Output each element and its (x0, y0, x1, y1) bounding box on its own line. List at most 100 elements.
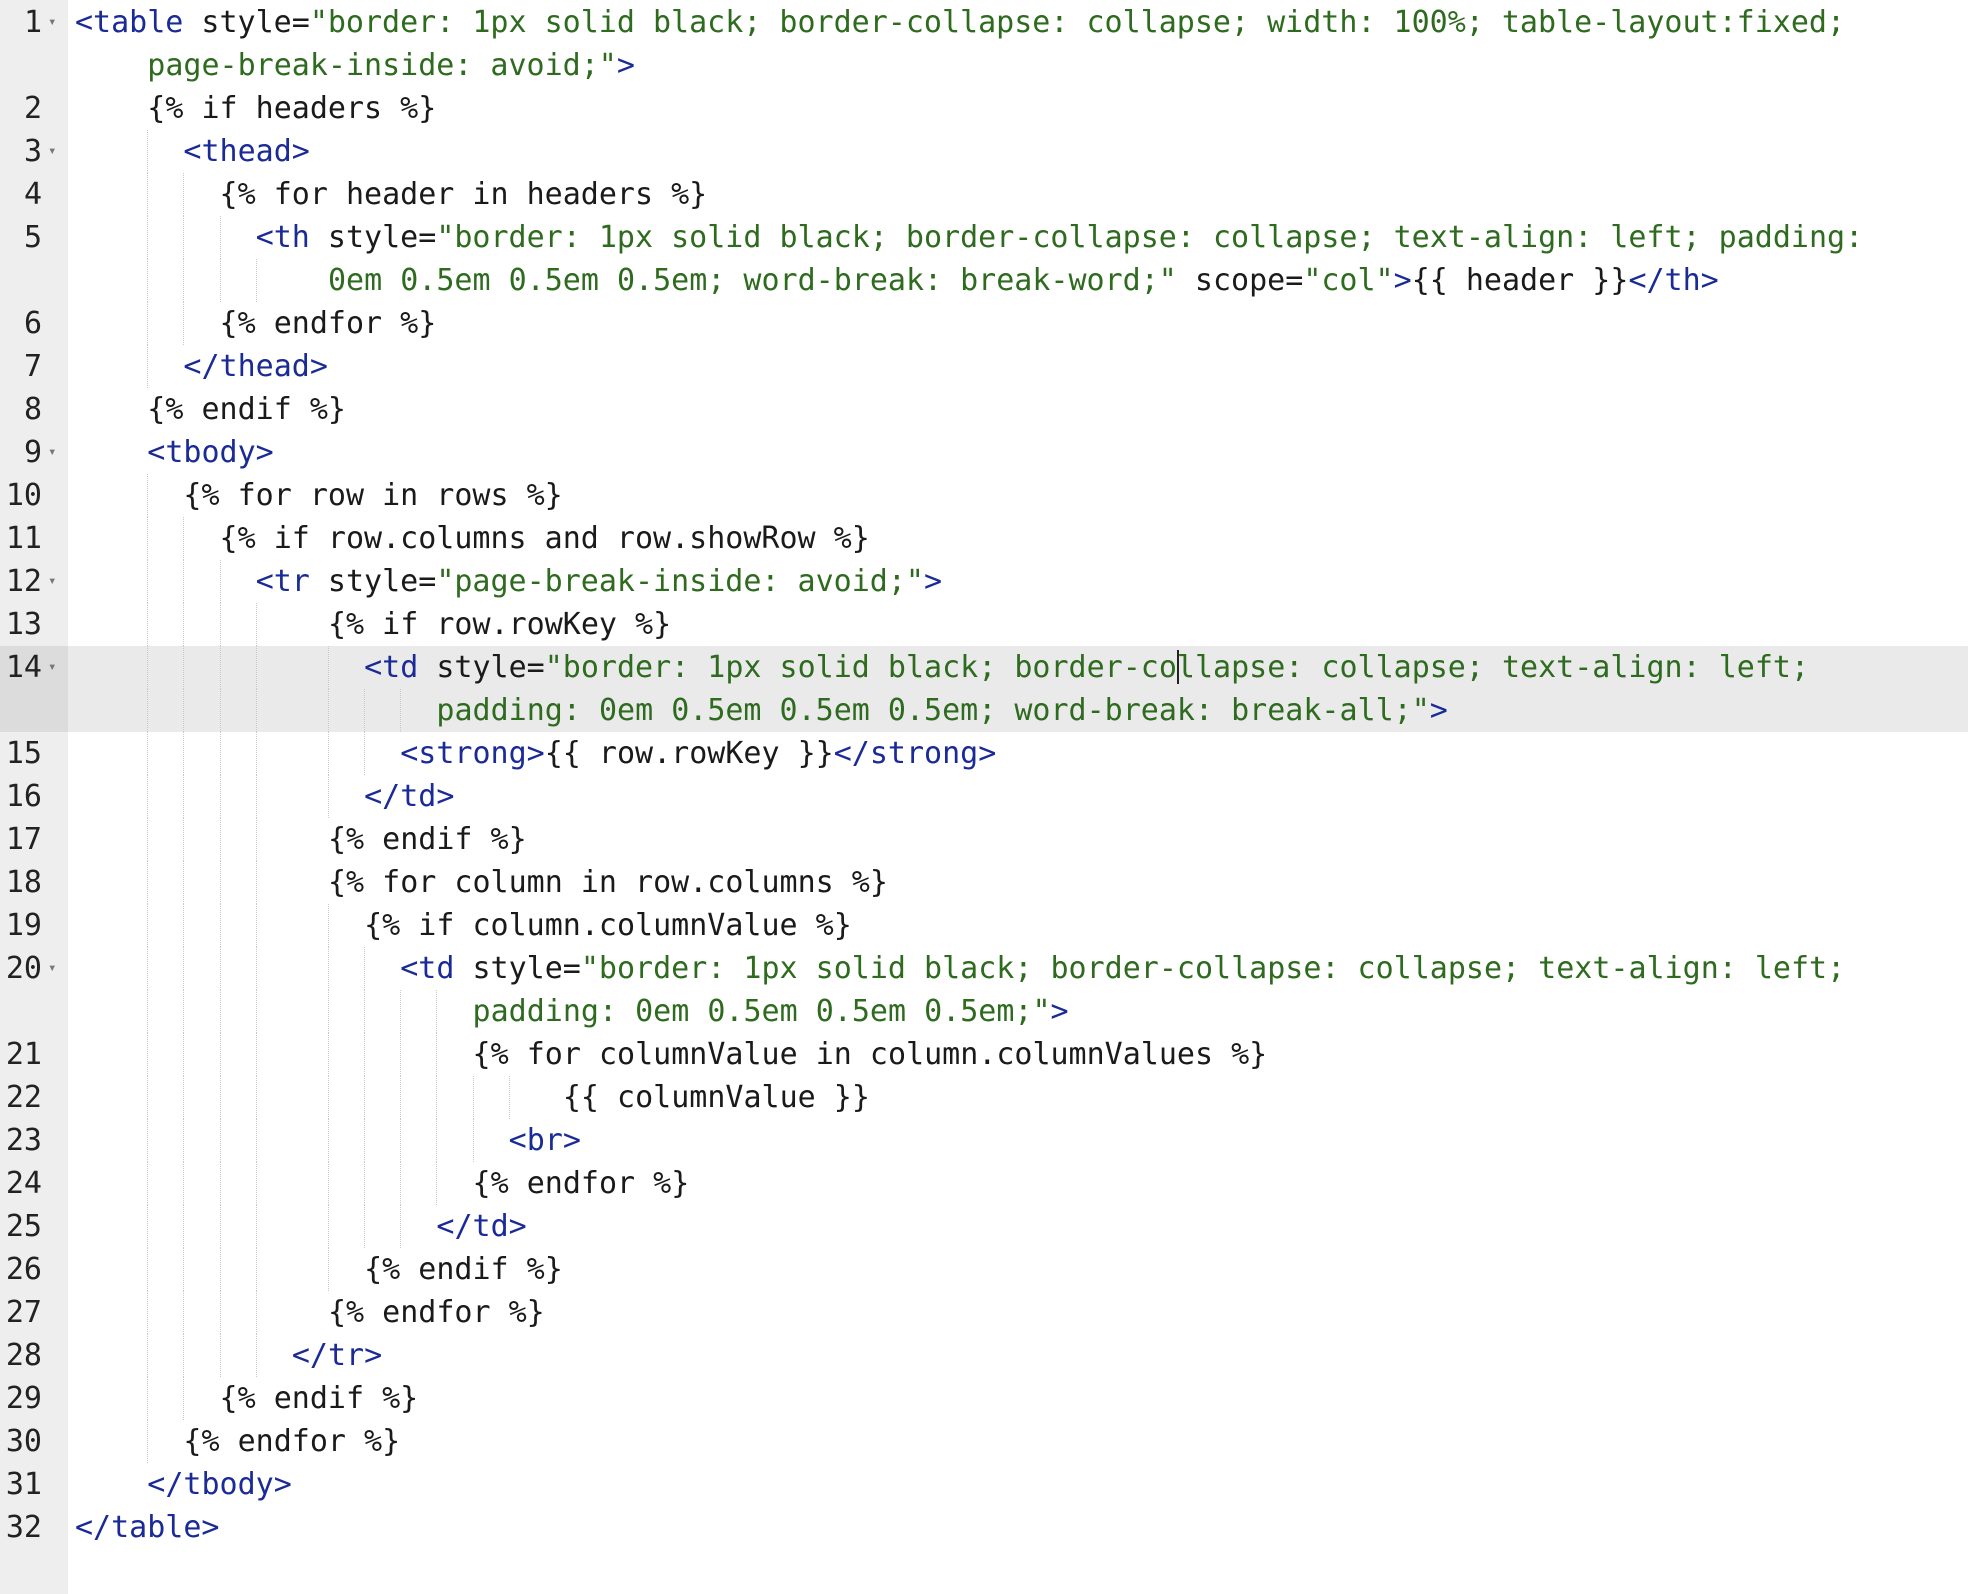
code-line[interactable]: 28 </tr> (0, 1334, 1968, 1377)
code-text[interactable]: {% for columnValue in column.columnValue… (473, 1033, 1268, 1076)
code-text[interactable]: {% endif %} (328, 818, 527, 861)
code-line[interactable]: page-break-inside: avoid;"> (0, 44, 1968, 87)
code-text[interactable]: {% for column in row.columns %} (328, 861, 888, 904)
code-text[interactable]: {% if column.columnValue %} (364, 904, 852, 947)
code-line[interactable]: 2{% if headers %} (0, 87, 1968, 130)
code-line[interactable]: padding: 0em 0.5em 0.5em 0.5em;"> (0, 990, 1968, 1033)
code-line[interactable]: 22{{ columnValue }} (0, 1076, 1968, 1119)
code-text[interactable]: {% endif %} (364, 1248, 563, 1291)
code-line[interactable]: 8{% endif %} (0, 388, 1968, 431)
code-line[interactable]: 31 </tbody> (0, 1463, 1968, 1506)
code-text[interactable]: 0em 0.5em 0.5em 0.5em; word-break: break… (328, 259, 1719, 302)
code-text[interactable]: {% for row in rows %} (183, 474, 562, 517)
code-text[interactable]: {% for header in headers %} (220, 173, 708, 216)
chevron-down-icon[interactable]: ▾ (48, 444, 57, 460)
code-line[interactable]: 26{% endif %} (0, 1248, 1968, 1291)
code-line[interactable]: 13 {% if row.rowKey %} (0, 603, 1968, 646)
code-line[interactable]: 7 </thead> (0, 345, 1968, 388)
code-line[interactable]: 20▾<td style="border: 1px solid black; b… (0, 947, 1968, 990)
code-line[interactable]: 27{% endfor %} (0, 1291, 1968, 1334)
code-text[interactable]: {% endfor %} (473, 1162, 690, 1205)
code-line[interactable]: 6{% endfor %} (0, 302, 1968, 345)
line-number-gutter (0, 0, 68, 1594)
code-text[interactable]: <strong>{{ row.rowKey }}</strong> (400, 732, 996, 775)
line-number: 28 (5, 1338, 42, 1373)
code-line[interactable]: 14▾<td style="border: 1px solid black; b… (0, 646, 1968, 689)
code-line[interactable]: 4{% for header in headers %} (0, 173, 1968, 216)
code-text[interactable]: {% endif %} (147, 388, 346, 431)
indent-guide (183, 216, 185, 259)
indent-guide (219, 603, 221, 646)
code-text[interactable]: {% endfor %} (220, 302, 437, 345)
chevron-down-icon[interactable]: ▾ (48, 573, 57, 589)
line-number: 31 (5, 1467, 42, 1502)
code-text[interactable]: <br> (509, 1119, 581, 1162)
line-number: 7 (23, 349, 42, 384)
code-text[interactable]: padding: 0em 0.5em 0.5em 0.5em; word-bre… (436, 689, 1447, 732)
code-line[interactable]: 3▾<thead> (0, 130, 1968, 173)
code-text[interactable]: padding: 0em 0.5em 0.5em 0.5em;"> (473, 990, 1069, 1033)
code-text[interactable]: {% endfor %} (183, 1420, 400, 1463)
chevron-down-icon[interactable]: ▾ (48, 960, 57, 976)
code-text[interactable]: </tr> (292, 1334, 382, 1377)
code-line[interactable]: 25</td> (0, 1205, 1968, 1248)
code-text[interactable]: </td> (364, 775, 454, 818)
code-line[interactable]: 19{% if column.columnValue %} (0, 904, 1968, 947)
indent-guide (255, 818, 257, 861)
code-text[interactable]: {% if row.rowKey %} (328, 603, 671, 646)
code-line[interactable]: 9▾<tbody> (0, 431, 1968, 474)
code-line[interactable]: 32</table> (0, 1506, 1968, 1549)
code-line[interactable]: 17{% endif %} (0, 818, 1968, 861)
code-text[interactable]: <thead> (183, 130, 309, 173)
code-line[interactable]: 21{% for columnValue in column.columnVal… (0, 1033, 1968, 1076)
indent-guide (147, 990, 149, 1033)
indent-guide (327, 947, 329, 990)
code-text[interactable]: </table> (75, 1506, 220, 1549)
code-text[interactable]: <th style="border: 1px solid black; bord… (256, 216, 1864, 259)
code-text[interactable]: {% if row.columns and row.showRow %} (220, 517, 870, 560)
code-text[interactable]: </td> (436, 1205, 526, 1248)
chevron-down-icon[interactable]: ▾ (48, 659, 57, 675)
code-line[interactable]: 10 {% for row in rows %} (0, 474, 1968, 517)
code-text[interactable]: <tr style="page-break-inside: avoid;"> (256, 560, 942, 603)
code-text[interactable]: {% endif %} (220, 1377, 419, 1420)
indent-guide (147, 1076, 149, 1119)
code-text[interactable]: </thead> (183, 345, 328, 388)
code-line[interactable]: 18{% for column in row.columns %} (0, 861, 1968, 904)
code-line[interactable]: 5<th style="border: 1px solid black; bor… (0, 216, 1968, 259)
code-text[interactable]: {% endfor %} (328, 1291, 545, 1334)
indent-guide (147, 1420, 149, 1463)
chevron-down-icon[interactable]: ▾ (48, 143, 57, 159)
code-text[interactable]: <td style="border: 1px solid black; bord… (400, 947, 1845, 990)
code-line[interactable]: 29 {% endif %} (0, 1377, 1968, 1420)
code-line[interactable]: 11{% if row.columns and row.showRow %} (0, 517, 1968, 560)
code-line[interactable]: 0em 0.5em 0.5em 0.5em; word-break: break… (0, 259, 1968, 302)
indent-guide (327, 646, 329, 689)
line-number: 10 (5, 478, 42, 513)
chevron-down-icon[interactable]: ▾ (48, 14, 57, 30)
line-number-cell: 13 (0, 603, 68, 646)
code-text[interactable]: {% if headers %} (147, 87, 436, 130)
code-line[interactable]: padding: 0em 0.5em 0.5em 0.5em; word-bre… (0, 689, 1968, 732)
code-line[interactable]: 30{% endfor %} (0, 1420, 1968, 1463)
code-line[interactable]: 24{% endfor %} (0, 1162, 1968, 1205)
code-text[interactable]: <table style="border: 1px solid black; b… (75, 1, 1845, 44)
line-number-cell: 29 (0, 1377, 68, 1420)
code-text[interactable]: {{ columnValue }} (563, 1076, 870, 1119)
code-line[interactable]: 15<strong>{{ row.rowKey }}</strong> (0, 732, 1968, 775)
code-text[interactable]: </tbody> (147, 1463, 292, 1506)
code-line[interactable]: 16</td> (0, 775, 1968, 818)
code-text[interactable]: page-break-inside: avoid;"> (147, 44, 635, 87)
code-token: "page-break-inside: avoid;" (436, 564, 924, 599)
code-text[interactable]: <tbody> (147, 431, 273, 474)
code-line[interactable]: 12▾<tr style="page-break-inside: avoid;"… (0, 560, 1968, 603)
code-line[interactable]: 23<br> (0, 1119, 1968, 1162)
code-line[interactable]: 1▾<table style="border: 1px solid black;… (0, 1, 1968, 44)
indent-guide (183, 861, 185, 904)
indent-guide (147, 1205, 149, 1248)
code-token: <table (75, 5, 184, 40)
code-token: {% for column in row.columns %} (327, 865, 888, 900)
code-text[interactable]: <td style="border: 1px solid black; bord… (364, 646, 1809, 689)
code-token: <tr (255, 564, 310, 599)
